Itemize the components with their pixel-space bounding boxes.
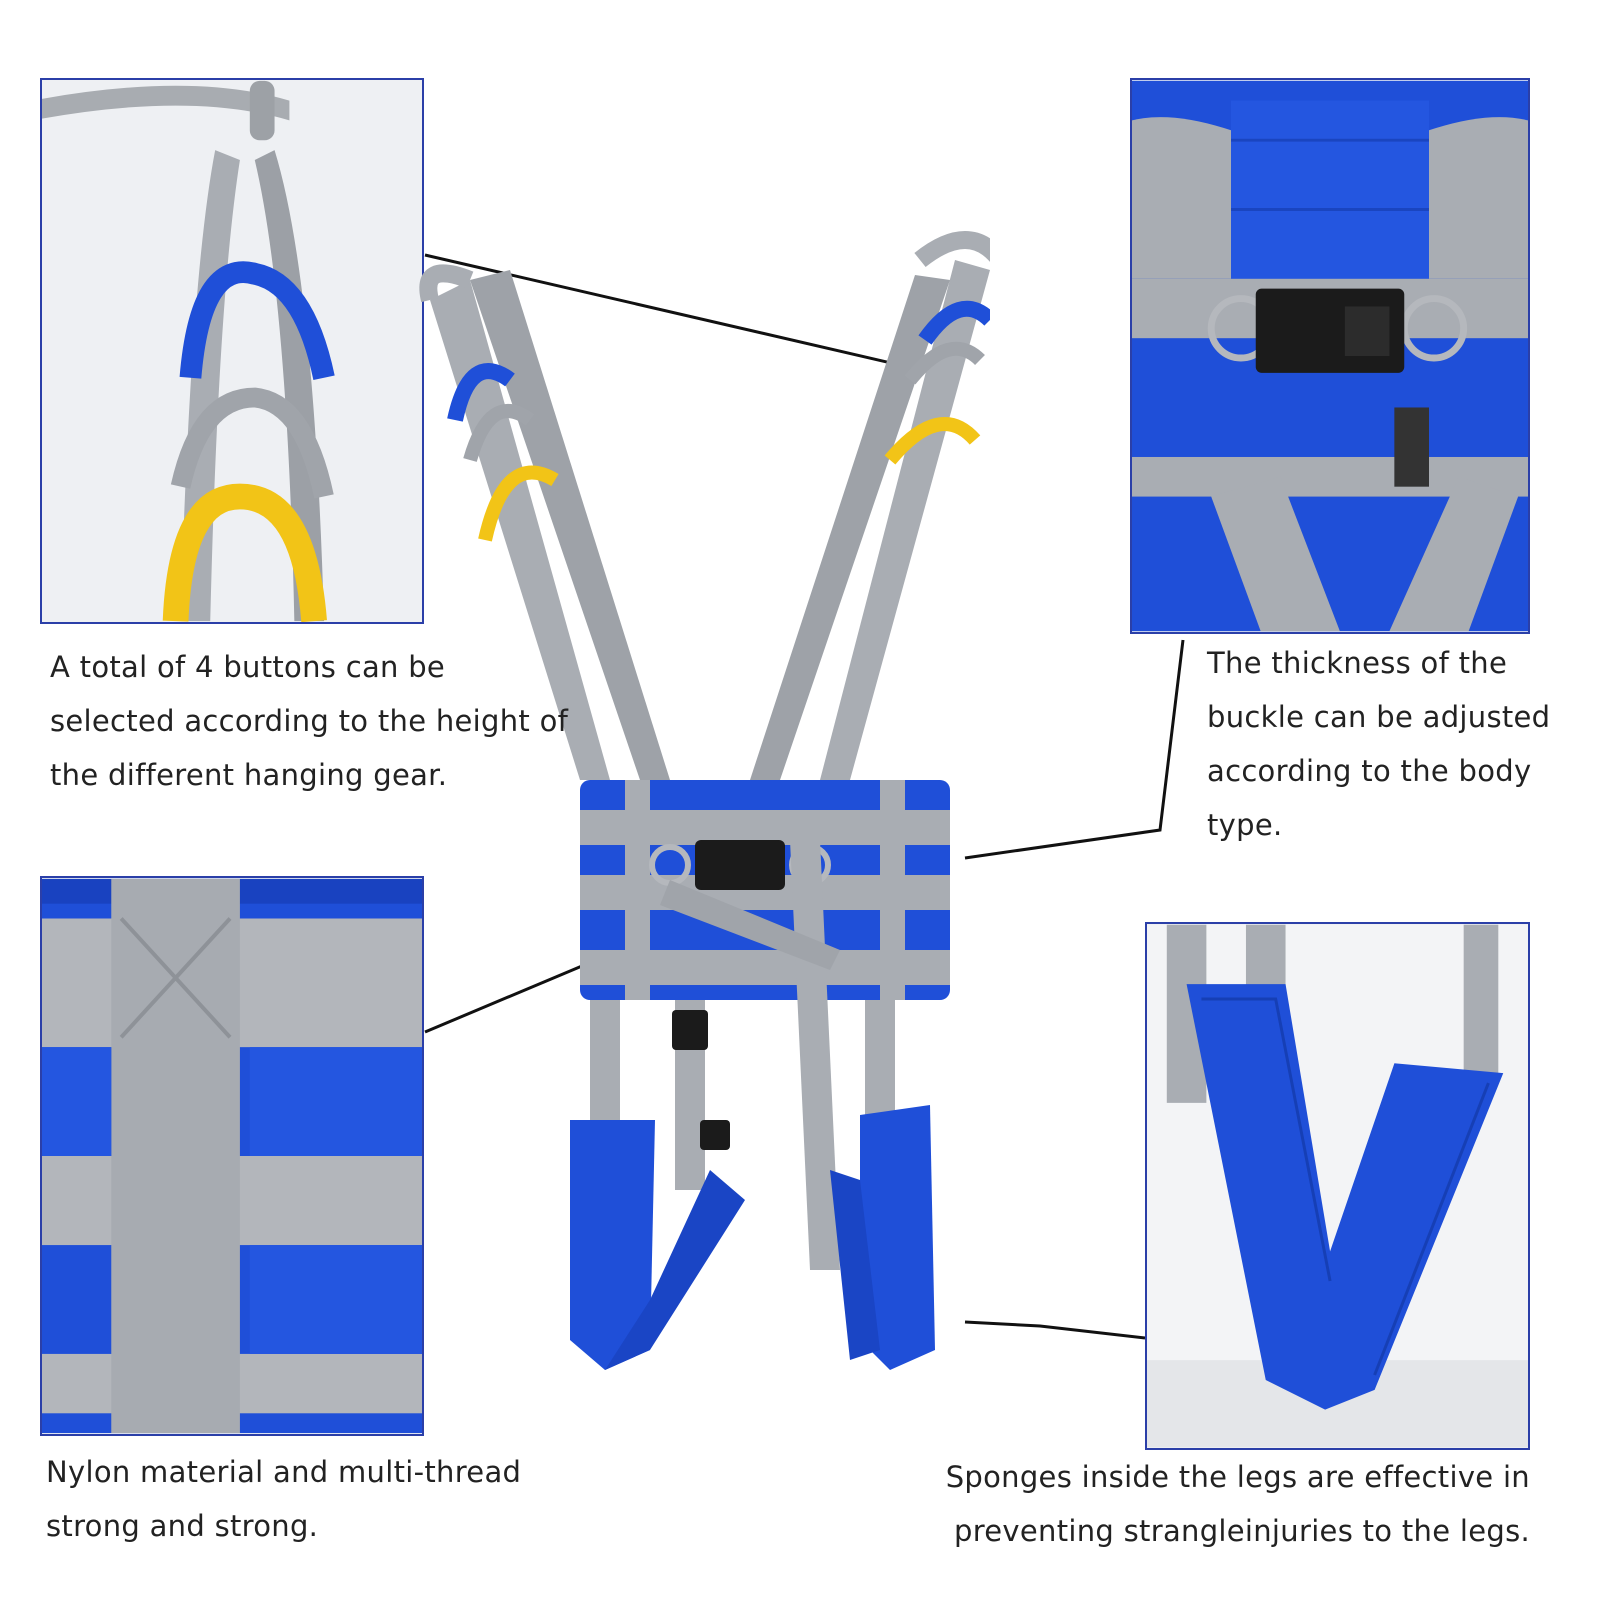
caption-top-left: A total of 4 buttons can be selected acc… (50, 650, 569, 792)
buckle-closeup-panel (1130, 78, 1530, 634)
nylon-weave-panel (40, 876, 424, 1436)
sling-loops-image (42, 80, 422, 622)
nylon-weave-image (42, 878, 422, 1434)
padded-leg-panel (1145, 922, 1530, 1450)
caption-bottom-right: Sponges inside the legs are effective in… (945, 1460, 1530, 1548)
loops-closeup-panel (40, 78, 424, 624)
buckle-closeup-image (1132, 80, 1528, 632)
caption-top-right: The thickness of the buckle can be adjus… (1207, 646, 1551, 842)
caption-bottom-left: Nylon material and multi-thread strong a… (46, 1455, 522, 1543)
padded-leg-image (1147, 924, 1528, 1448)
walking-sling-image (419, 231, 990, 1370)
